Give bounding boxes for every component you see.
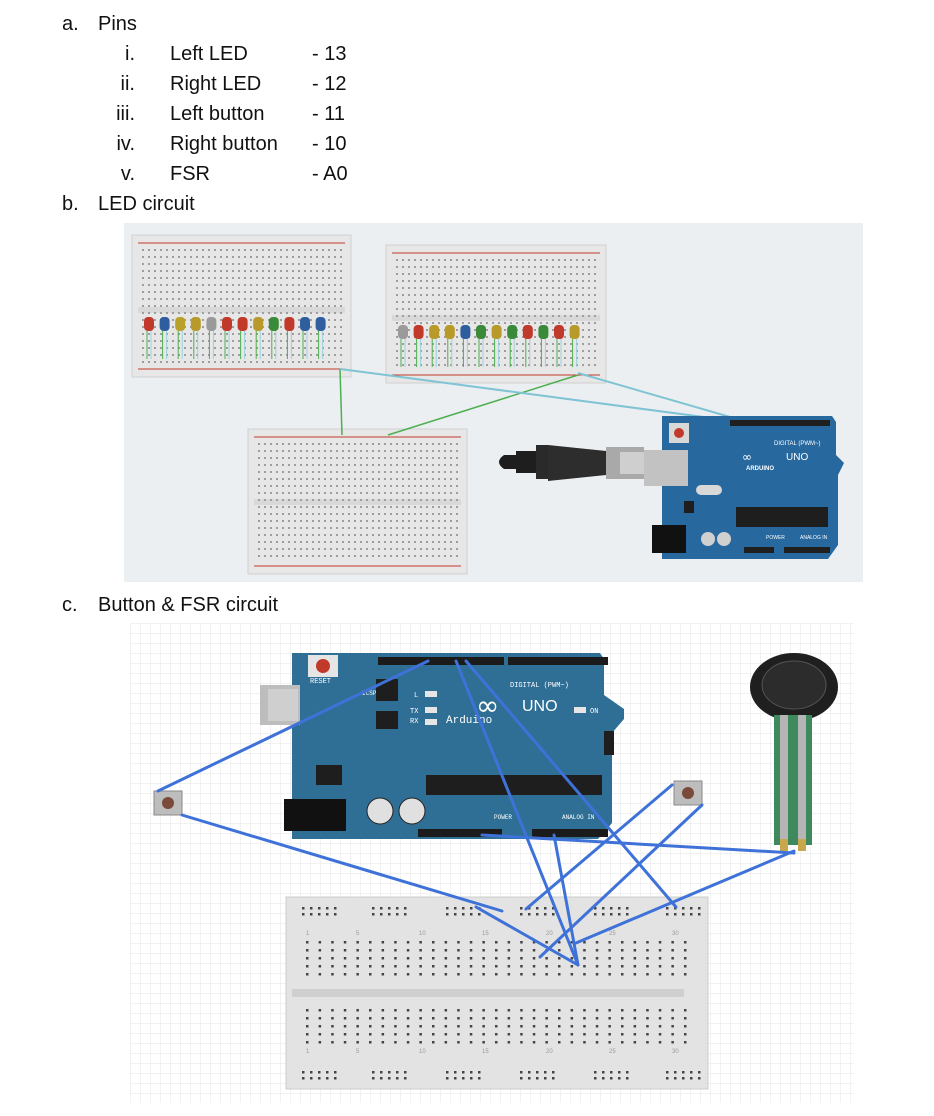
led-circuit-figure: DIGITAL (PWM~) UNO ARDUINO POWER ANALOG … (124, 223, 863, 582)
breadboard-column-number: 10 (419, 931, 426, 937)
breadboard-column-number: 25 (609, 1049, 616, 1055)
led (460, 325, 471, 339)
btn-digital-label: DIGITAL (PWM~) (510, 682, 569, 690)
pin-name: Left LED (170, 43, 248, 65)
led (175, 317, 186, 331)
breadboard-column-number: 30 (672, 931, 679, 937)
led-analog-label: ANALOG IN (800, 535, 828, 541)
breadboard-column-number: 1 (306, 1049, 310, 1055)
arduino-uno-board: RESET ICSP L TX RX DIGITAL (PWM~) Arduin… (260, 653, 624, 839)
led (206, 317, 217, 331)
pin-name: FSR (170, 163, 210, 185)
svg-text:∞: ∞ (742, 450, 752, 464)
breadboard-column-number: 15 (482, 931, 489, 937)
breadboard-column-number: 1 (306, 931, 310, 937)
breadboard (285, 896, 709, 1090)
led (268, 317, 279, 331)
pin-numeral: ii. (120, 73, 135, 95)
breadboard-column-number: 10 (419, 1049, 426, 1055)
breadboard-top-right (385, 244, 607, 384)
led (476, 325, 486, 339)
left-push-button (153, 790, 183, 816)
led (315, 317, 326, 331)
usb-cable (499, 445, 644, 481)
btn-power-label: POWER (494, 814, 512, 821)
led (159, 317, 170, 331)
led (444, 325, 455, 339)
btn-reset-label: RESET (310, 678, 331, 686)
pin-name: Left button (170, 103, 265, 125)
btn-tx-label: TX (410, 708, 419, 716)
led (491, 325, 502, 339)
breadboard-column-number: 25 (609, 931, 616, 937)
led-uno-label: UNO (786, 452, 808, 463)
pin-number: - 12 (312, 73, 347, 95)
led (538, 325, 549, 339)
pin-name: Right button (170, 133, 278, 155)
led (398, 325, 408, 339)
led (222, 317, 232, 331)
btn-uno-label: UNO (522, 698, 558, 715)
section-c-title: Button & FSR circuit (98, 594, 279, 616)
led (284, 317, 295, 331)
force-sensitive-resistor (750, 653, 838, 851)
btn-analog-label: ANALOG IN (562, 814, 595, 821)
pin-numeral: i. (125, 43, 135, 65)
led-digital-label: DIGITAL (PWM~) (774, 441, 821, 447)
led (569, 325, 580, 339)
breadboard-top-left (131, 234, 352, 378)
btn-l-label: L (414, 692, 418, 700)
section-b-marker: b. (62, 193, 79, 215)
led-brand-label: ARDUINO (746, 466, 774, 472)
breadboard-bottom (247, 428, 468, 575)
breadboard-column-number: 5 (356, 1049, 360, 1055)
led (522, 325, 533, 339)
led (144, 317, 154, 331)
breadboard-column-number: 20 (546, 1049, 553, 1055)
section-a-title: Pins (98, 13, 137, 35)
btn-icsp-label: ICSP (362, 690, 377, 697)
led (413, 325, 424, 339)
pin-number: - 13 (312, 43, 347, 65)
breadboard-column-number: 30 (672, 1049, 679, 1055)
section-c-marker: c. (62, 594, 78, 616)
breadboard-column-number: 15 (482, 1049, 489, 1055)
btn-on-label: ON (590, 708, 598, 716)
led (237, 317, 248, 331)
arduino-board: DIGITAL (PWM~) UNO ARDUINO POWER ANALOG … (644, 416, 844, 559)
btn-rx-label: RX (410, 718, 419, 726)
pin-number: - 11 (312, 103, 345, 125)
pin-numeral: iii. (116, 103, 135, 125)
led (253, 317, 264, 331)
breadboard-column-number: 5 (356, 931, 360, 937)
svg-text:∞: ∞ (476, 689, 499, 722)
section-a-marker: a. (62, 13, 79, 35)
led (554, 325, 564, 339)
led (507, 325, 518, 339)
pin-name: Right LED (170, 73, 262, 95)
led (429, 325, 440, 339)
right-push-button (673, 780, 703, 806)
breadboard-column-number: 20 (546, 931, 553, 937)
led (190, 317, 201, 331)
pin-numeral: iv. (116, 133, 135, 155)
pin-numeral: v. (120, 163, 135, 185)
pin-number: - 10 (312, 133, 347, 155)
led (300, 317, 310, 331)
section-b-title: LED circuit (98, 193, 195, 215)
led-power-label: POWER (766, 535, 785, 541)
pin-number: - A0 (312, 163, 348, 185)
